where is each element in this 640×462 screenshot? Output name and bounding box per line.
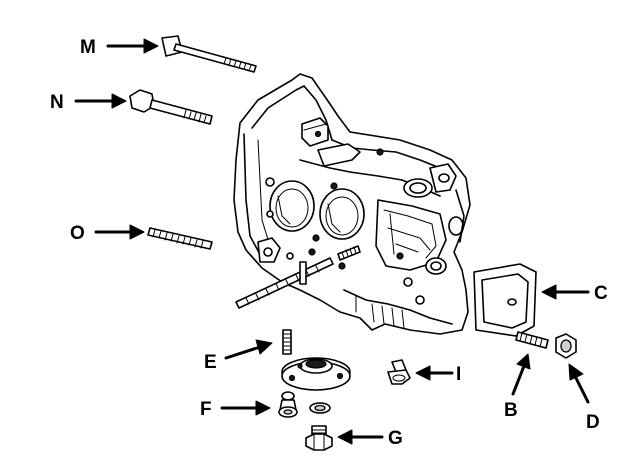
part-flange-plate [281,357,351,391]
part-i-plug [387,359,411,385]
arrow-c [541,284,590,300]
arrow-i [415,365,454,381]
arrow-n [74,93,127,109]
part-g-drain-plug [305,425,333,451]
callout-b: B [504,400,518,421]
arrow-o [94,224,145,240]
arrow-d [568,363,590,404]
arrow-f [220,400,271,416]
part-o-stud [147,227,213,250]
callout-d: D [586,412,600,433]
part-f-screw-washer [278,391,331,418]
arrow-g [337,429,384,445]
callout-e: E [204,352,217,373]
part-n-hex-bolt [129,89,213,125]
part-c-cover-gasket [473,263,537,337]
crankcase-half [233,73,471,335]
callout-o: O [70,223,85,244]
arrow-e [224,339,273,360]
part-d-nut [555,333,577,359]
part-e-short-stud [282,329,292,355]
arrow-m [106,38,159,54]
callout-n: N [50,92,64,113]
callout-m: M [80,37,96,58]
callout-i: I [456,364,461,385]
callout-f: F [200,399,212,420]
callout-c: C [594,283,608,304]
callout-g: G [388,428,403,449]
part-b-stud [515,331,549,349]
arrow-b [511,353,531,396]
part-m-long-bolt [161,35,257,73]
